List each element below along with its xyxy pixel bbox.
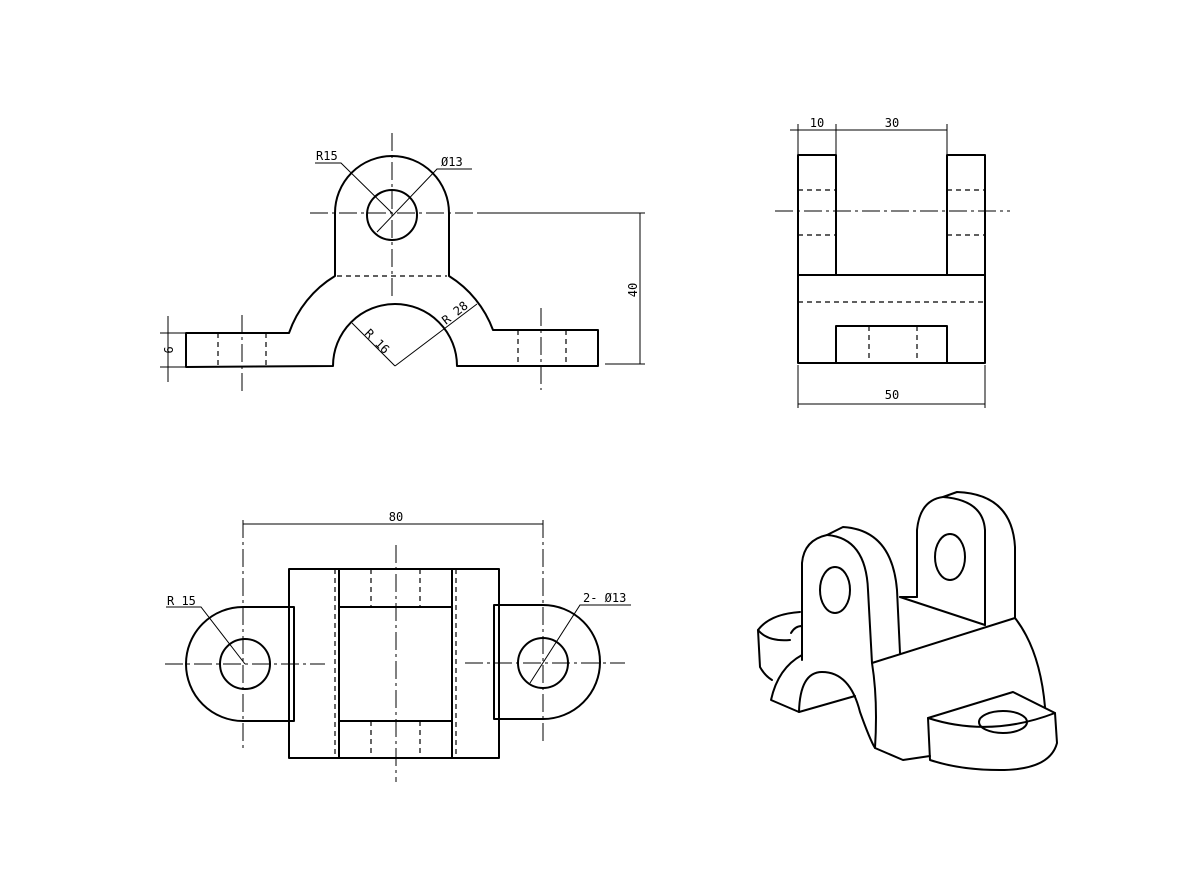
iso-body-front <box>770 654 856 713</box>
iso-right-lug <box>916 491 1016 619</box>
iso-left-lug-hole <box>819 566 851 614</box>
dim-gap-label: 30 <box>885 116 899 130</box>
iso-left-flange-hole <box>790 625 803 634</box>
iso-left-lug-edge <box>826 534 877 749</box>
right-flange <box>493 604 601 720</box>
dim-flange-holes-label: 2- Ø13 <box>583 591 626 605</box>
leader-line <box>351 322 396 367</box>
iso-right-lug-edge <box>942 496 986 626</box>
dim-thickness-label: 9 <box>161 346 175 353</box>
iso-right-lug-hole <box>934 533 966 581</box>
iso-left-flange <box>757 611 801 681</box>
dim-inner-radius-label: R 16 <box>362 326 392 356</box>
iso-arch <box>798 671 931 761</box>
dim-total-width-label: 50 <box>885 388 899 402</box>
iso-body-side <box>1014 617 1046 708</box>
iso-floor-edge <box>899 596 986 626</box>
leader-line <box>376 168 472 233</box>
iso-right-flange-edge <box>927 712 1056 728</box>
side-outline <box>797 154 986 364</box>
iso-body-top-edge <box>871 617 1016 664</box>
iso-left-flange-edge <box>757 629 791 642</box>
leader-line <box>315 162 393 214</box>
isometric-view <box>757 491 1058 771</box>
front-outline <box>185 155 599 368</box>
front-view: 40 9 R15 Ø13 R 16 R 28 <box>160 133 645 392</box>
side-view: 10 30 50 <box>775 116 1010 408</box>
leader-line <box>166 606 246 665</box>
dim-hole-spacing-label: 80 <box>389 510 403 524</box>
iso-left-lug <box>801 526 901 661</box>
dim-flange-radius-label: R 15 <box>167 594 196 608</box>
dim-height-label: 40 <box>626 283 640 297</box>
dim-lug-radius-label: R15 <box>316 149 338 163</box>
dim-outer-radius-label: R 28 <box>439 299 470 328</box>
iso-right-flange <box>927 691 1058 771</box>
front-lug-hole <box>366 189 418 241</box>
iso-right-flange-hole <box>978 710 1028 734</box>
leader-line <box>529 604 631 684</box>
top-view: 80 R 15 2- Ø13 <box>165 510 631 782</box>
leader-line <box>394 303 478 367</box>
left-flange <box>185 606 295 722</box>
side-slot <box>835 325 948 364</box>
dim-post-width-label: 10 <box>810 116 824 130</box>
dim-hole-diameter-label: Ø13 <box>441 155 463 169</box>
